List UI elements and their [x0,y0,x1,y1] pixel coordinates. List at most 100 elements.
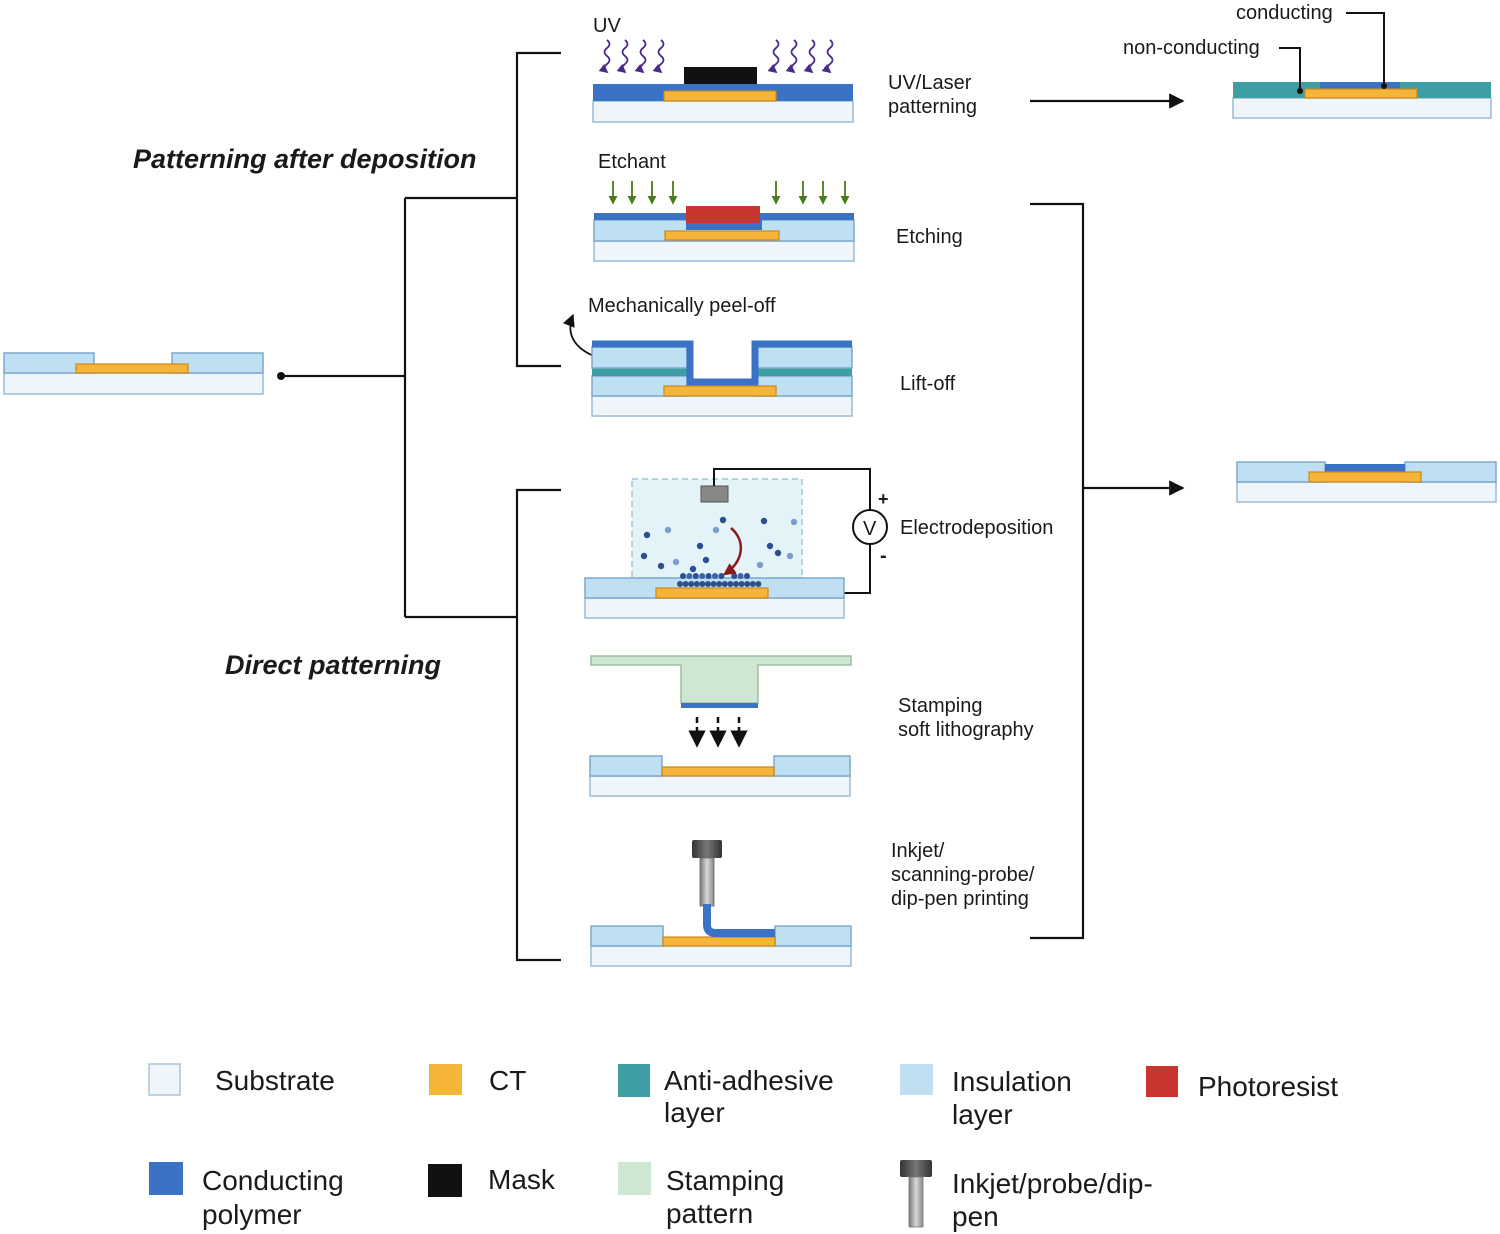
deposited-particle [677,581,683,587]
deposited-particle [705,573,712,579]
uv-result-device: conducting non-conducting [1123,2,1492,119]
legend: Substrate CT Anti-adhesive layer Insulat… [148,1063,1338,1232]
legend-label-mask: Mask [488,1164,556,1195]
stamping-label-line2: soft lithography [898,719,1034,741]
ion-particle [760,517,768,525]
ion-particle [672,558,680,566]
ion-particle [790,518,798,526]
legend-label-conducting-polymer-1: Conducting [202,1165,344,1196]
inkjet-panel: Inkjet/ scanning-probe/ dip-pen printing [590,840,1035,967]
deposited-particle [705,581,711,587]
legend-swatch-ct [429,1064,462,1095]
peel-off-label: Mechanically peel-off [588,295,776,317]
legend-label-insulation-2: layer [952,1099,1013,1130]
deposited-particle [733,581,739,587]
legend-label-anti-adhesive-1: Anti-adhesive [664,1065,834,1096]
deposited-particle [699,573,706,579]
legend-stamping-pattern: Stamping pattern [618,1162,784,1229]
lift-off-panel: Mechanically peel-off Lift-off [562,295,956,417]
ion-particle [786,552,794,560]
deposited-particle [731,573,738,579]
deposited-particle [710,581,717,587]
legend-label-anti-adhesive-2: layer [664,1097,725,1128]
legend-swatch-conducting-polymer [149,1162,183,1195]
legend-swatch-insulation [900,1064,933,1095]
legend-swatch-anti-adhesive [618,1064,650,1097]
pen-head-icon [692,840,722,858]
uv-laser-panel: UV UV/Laser patterning [592,15,977,123]
deposited-particle [755,581,762,587]
electrodeposition-label: Electrodeposition [900,517,1053,539]
deposited-particle [718,573,725,579]
counter-electrode [700,485,729,503]
deposited-particle [744,573,750,579]
deposited-particle [692,573,699,579]
conducting-label: conducting [1236,2,1333,24]
deposited-particle [744,581,751,587]
inkjet-label-line2: scanning-probe/ [891,864,1035,886]
electrodeposition-panel: V + - Electrodeposition [584,468,1053,619]
tree-connectors [281,51,1185,962]
etching-label: Etching [896,226,963,248]
heading-direct-patterning: Direct patterning [225,650,442,680]
inkjet-label-line3: dip-pen printing [891,888,1029,910]
ion-particles [640,516,798,587]
initial-device [3,352,264,395]
legend-label-photoresist: Photoresist [1198,1071,1338,1102]
ion-particle [640,552,648,560]
ion-particle [766,542,774,550]
etching-panel: Etchant Etching [593,151,963,262]
deposited-particle [693,581,700,587]
legend-label-stamping-pattern-1: Stamping [666,1165,784,1196]
legend-label-stamping-pattern-2: pattern [666,1198,753,1229]
legend-label-ct: CT [489,1065,526,1096]
legend-swatch-mask [428,1164,462,1197]
deposited-particle [712,573,718,579]
ion-particle [719,516,727,524]
legend-swatch-stamping-pattern [618,1162,651,1195]
voltmeter-label: V [863,518,877,540]
legend-mask: Mask [428,1164,556,1197]
legend-ct: CT [429,1064,526,1096]
ion-particle [774,549,782,557]
ion-particle [643,531,651,539]
non-conducting-label: non-conducting [1123,37,1260,59]
etchant-label: Etchant [598,151,666,173]
etchant-arrows [608,181,850,205]
legend-pen-icon [900,1160,932,1177]
ion-particle [756,561,764,569]
uv-label: UV [593,15,621,37]
legend-substrate: Substrate [148,1063,335,1096]
plus-sign: + [878,489,889,509]
legend-conducting-polymer: Conducting polymer [149,1162,344,1230]
legend-label-insulation-1: Insulation [952,1066,1072,1097]
ion-particle [702,556,710,564]
legend-anti-adhesive: Anti-adhesive layer [618,1064,834,1128]
ion-particle [712,526,720,534]
legend-label-conducting-polymer-2: polymer [202,1199,302,1230]
deposited-particle [727,581,734,587]
legend-label-pen-1: Inkjet/probe/dip- [952,1168,1153,1199]
deposited-particle [680,573,686,579]
deposited-particle [686,573,693,579]
legend-label-pen-2: pen [952,1201,999,1232]
photoresist-block [686,206,760,223]
legend-swatch-photoresist [1146,1066,1178,1097]
stamping-panel: Stamping soft lithography [589,655,1034,797]
legend-pen: Inkjet/probe/dip- pen [900,1160,1153,1232]
lift-off-label: Lift-off [900,373,956,395]
legend-swatch-substrate [148,1063,181,1096]
deposited-particle [688,581,695,587]
stamping-label-line1: Stamping [898,695,983,717]
deposited-particle [699,581,706,587]
ion-particle [689,565,697,573]
legend-label-substrate: Substrate [215,1065,335,1096]
stamp-shape [590,655,852,704]
heading-patterning-after-deposition: Patterning after deposition [133,144,477,174]
uv-rays [598,39,834,74]
deposited-particle [716,581,723,587]
inkjet-label-line1: Inkjet/ [891,840,945,862]
deposited-particle [721,581,728,587]
final-result-device [1236,461,1497,503]
